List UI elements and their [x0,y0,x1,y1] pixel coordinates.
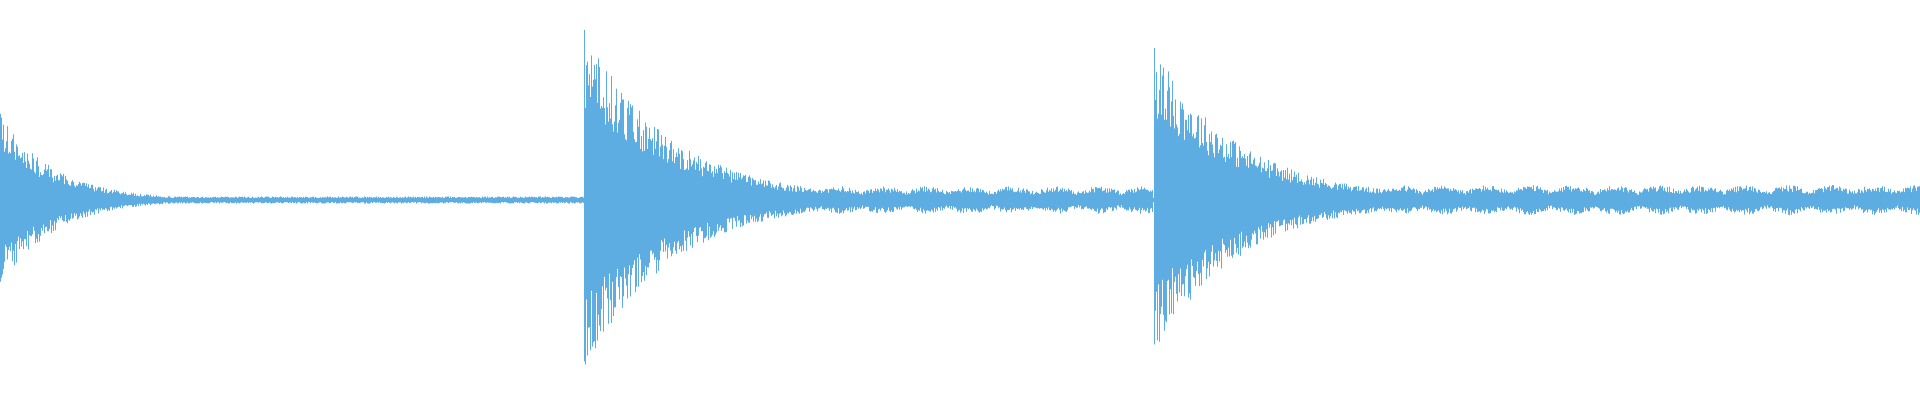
waveform-trace [0,55,1920,365]
waveform-samples [0,30,1920,365]
